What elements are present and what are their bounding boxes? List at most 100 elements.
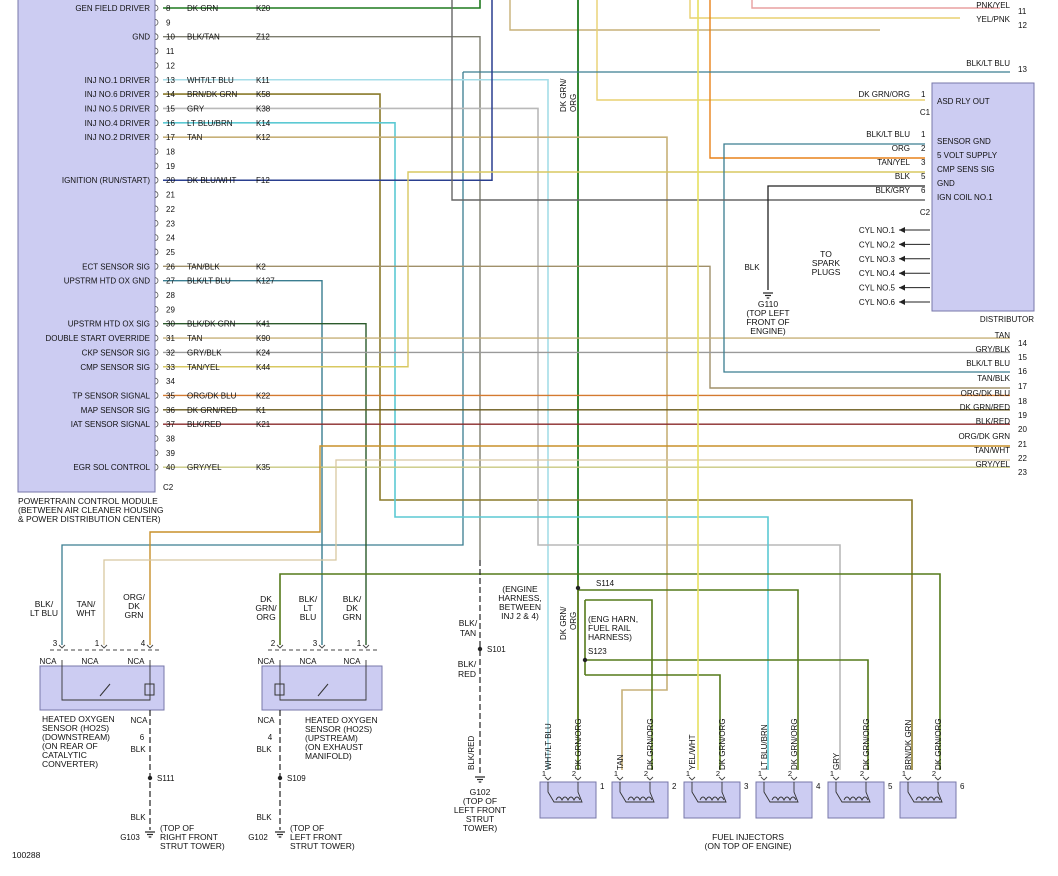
pcm-pin-number: 25 <box>166 248 175 257</box>
pcm-wire-color: TAN/BLK <box>187 262 220 271</box>
wire-yel-pnk <box>689 0 960 19</box>
dist-c2-pin: 3 <box>921 158 926 167</box>
ho2s-up-blk-2: BLK <box>256 813 272 822</box>
ho2s-down-variable <box>99 683 111 697</box>
right-ref-number: 14 <box>1018 339 1027 348</box>
ho2s-up-title-line-0: HEATED OXYGEN <box>305 715 378 725</box>
wire-inj2 <box>163 136 668 770</box>
pcm-pin-mark <box>154 205 159 213</box>
pcm-circuit-id: K12 <box>256 133 271 142</box>
pcm-title-line-2: & POWER DISTRIBUTION CENTER) <box>18 514 161 524</box>
right-ref-number: 11 <box>1018 7 1027 16</box>
wire-inj5-b <box>585 659 869 770</box>
ho2s-up-wire-label-line-2: BLU <box>300 612 317 622</box>
injector-wire-1: LT BLU/BRN <box>760 724 769 770</box>
wire-inj3-b <box>585 674 721 770</box>
s114-splice-dot <box>575 585 581 591</box>
ho2s-down-wire-label-line-2: GRN <box>125 610 144 620</box>
injector-pin-2: 2 <box>932 769 936 778</box>
injector-wire-2: DK GRN/ORG <box>934 718 943 770</box>
injector-coil <box>915 796 941 802</box>
injector-number: 4 <box>816 782 821 791</box>
ho2s-up-pin-symbol <box>318 644 326 649</box>
dist-c2-pin: 1 <box>921 130 926 139</box>
pcm-pin-number: 20 <box>166 176 175 185</box>
distributor-body <box>931 82 1035 312</box>
cylinder-arrow <box>899 299 905 305</box>
pcm-wire-color: GRY/YEL <box>187 463 222 472</box>
ho2s-up-ground-label-line-0: (TOP OF <box>290 823 324 833</box>
dist-c2-wire: ORG <box>892 144 910 153</box>
ho2s-up-body <box>261 665 383 711</box>
pcm-wire-color: TAN/YEL <box>187 363 220 372</box>
pcm-pin-function: INJ NO.6 DRIVER <box>85 90 151 99</box>
pcm-wire-color: TAN <box>187 133 203 142</box>
fuel-rail-note-line-2: HARNESS) <box>588 632 632 642</box>
injector-coil-frame <box>907 782 943 803</box>
pcm-pin-mark <box>154 305 159 313</box>
pcm-circuit-id: K35 <box>256 463 271 472</box>
splice-wire-label-2: ORG <box>569 612 578 630</box>
fuel-rail-note-line-1: FUEL RAIL <box>588 623 631 633</box>
injector-coil-frame <box>691 782 727 803</box>
dist-c1-wire: DK GRN/ORG <box>858 90 910 99</box>
pcm-pin-mark <box>154 191 159 198</box>
pcm-pin-number: 34 <box>166 377 175 386</box>
center-ground-label-line-1: (TOP OF <box>463 796 497 806</box>
pcm-wire-color: TAN <box>187 334 203 343</box>
injector-wire-1: GRY <box>832 752 841 770</box>
ho2s-up-pin: 2 <box>271 639 276 648</box>
dist-ground-label-line-1: (TOP LEFT <box>746 308 789 318</box>
injector-pin-1: 1 <box>830 769 834 778</box>
ho2s-up-wire-label-line-1: DK <box>346 603 358 613</box>
pcm-circuit-id: K127 <box>256 277 275 286</box>
pcm-circuit-id: K1 <box>256 406 266 415</box>
pcm-pin-function: UPSTRM HTD OX SIG <box>68 320 150 329</box>
pcm-body <box>17 0 156 493</box>
ho2s-down-ground-symbol <box>145 831 155 838</box>
ho2s-up-splice-label: S109 <box>287 774 306 783</box>
center-wire1-label-line-0: BLK/ <box>459 618 478 628</box>
pcm-circuit-id: K44 <box>256 363 271 372</box>
pcm-pin-function: IGNITION (RUN/START) <box>62 176 150 185</box>
pcm-connector-label: C2 <box>163 483 174 492</box>
ho2s-up-wire-label-line-2: GRN <box>343 612 362 622</box>
pcm-pin-function: INJ NO.5 DRIVER <box>85 104 151 113</box>
ho2s-down-pin-symbol <box>100 644 108 649</box>
injector-body <box>899 781 957 819</box>
injector-pin-symbol <box>904 776 912 781</box>
injector-pin-2: 2 <box>572 769 576 778</box>
dk-grn-org-vertical-label-2: ORG <box>569 94 578 112</box>
pcm-pin-number: 14 <box>166 90 175 99</box>
ho2s-down-blk-1: BLK <box>130 745 146 754</box>
ho2s-down-heater <box>144 683 155 696</box>
pcm-pin-number: 40 <box>166 463 175 472</box>
right-ref-number: 16 <box>1018 367 1027 376</box>
fuel-rail-note-line-0: (ENG HARN, <box>588 614 638 624</box>
pcm-wire-color: BLK/LT BLU <box>187 277 231 286</box>
pcm-wire-color: WHT/LT BLU <box>187 76 234 85</box>
pcm-pin-mark <box>154 349 159 356</box>
center-ground-label-line-2: LEFT FRONT <box>454 805 506 815</box>
dist-c1-func: ASD RLY OUT <box>937 97 990 106</box>
pcm-pin-mark <box>154 262 159 270</box>
pcm-pin-function: TP SENSOR SIGNAL <box>72 391 150 400</box>
wire-gen-field <box>163 0 481 9</box>
wire-inj4 <box>163 122 769 770</box>
ho2s-up-nca-bottom: NCA <box>258 716 276 725</box>
ho2s-down-title-line-4: CATALYTIC <box>42 750 87 760</box>
wire-inj5 <box>163 107 841 770</box>
cylinder-label: CYL NO.5 <box>859 284 896 293</box>
dist-c2-wire: BLK/GRY <box>875 186 910 195</box>
ho2s-down-nca: NCA <box>82 657 100 666</box>
center-wire3-label: BLK/RED <box>467 736 476 770</box>
pcm-title-line-0: POWERTRAIN CONTROL MODULE <box>18 496 158 506</box>
center-ground-label-line-4: TOWER) <box>463 823 497 833</box>
injector-pin-symbol <box>862 776 870 781</box>
pcm-pin-mark <box>154 133 159 141</box>
pcm-pin-number: 17 <box>166 133 175 142</box>
pcm-pin-mark <box>154 4 159 12</box>
pcm-pin-mark <box>154 420 159 428</box>
pcm-pin-mark <box>154 62 159 69</box>
